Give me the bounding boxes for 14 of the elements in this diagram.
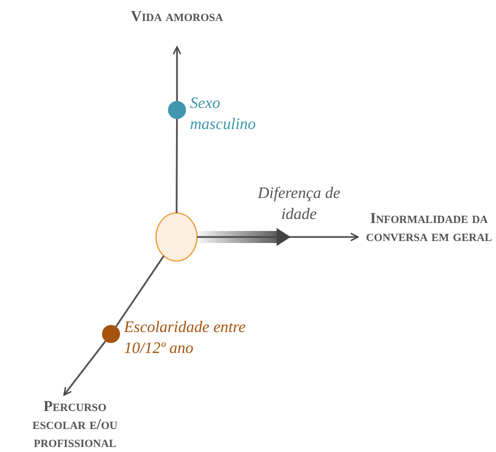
axis-title: Informalidade da conversa em geral bbox=[364, 210, 494, 246]
origin-circle bbox=[155, 212, 198, 262]
point-label: Sexo masculino bbox=[190, 94, 257, 135]
axis-arrow bbox=[63, 340, 106, 396]
point-label: Escolaridade entre 10/12º ano bbox=[124, 318, 247, 359]
gradient-arrow bbox=[197, 230, 291, 244]
marker-dot bbox=[168, 101, 186, 119]
edge-label: Diferença de idade bbox=[256, 184, 342, 225]
axis-line bbox=[115, 255, 165, 328]
axis-line bbox=[176, 119, 178, 213]
marker-dot bbox=[102, 325, 120, 343]
axis-title: Vida amorosa bbox=[130, 8, 224, 26]
axis-title: Percurso escolar e/ou profissional bbox=[32, 398, 118, 452]
axis-arrow bbox=[172, 46, 182, 101]
